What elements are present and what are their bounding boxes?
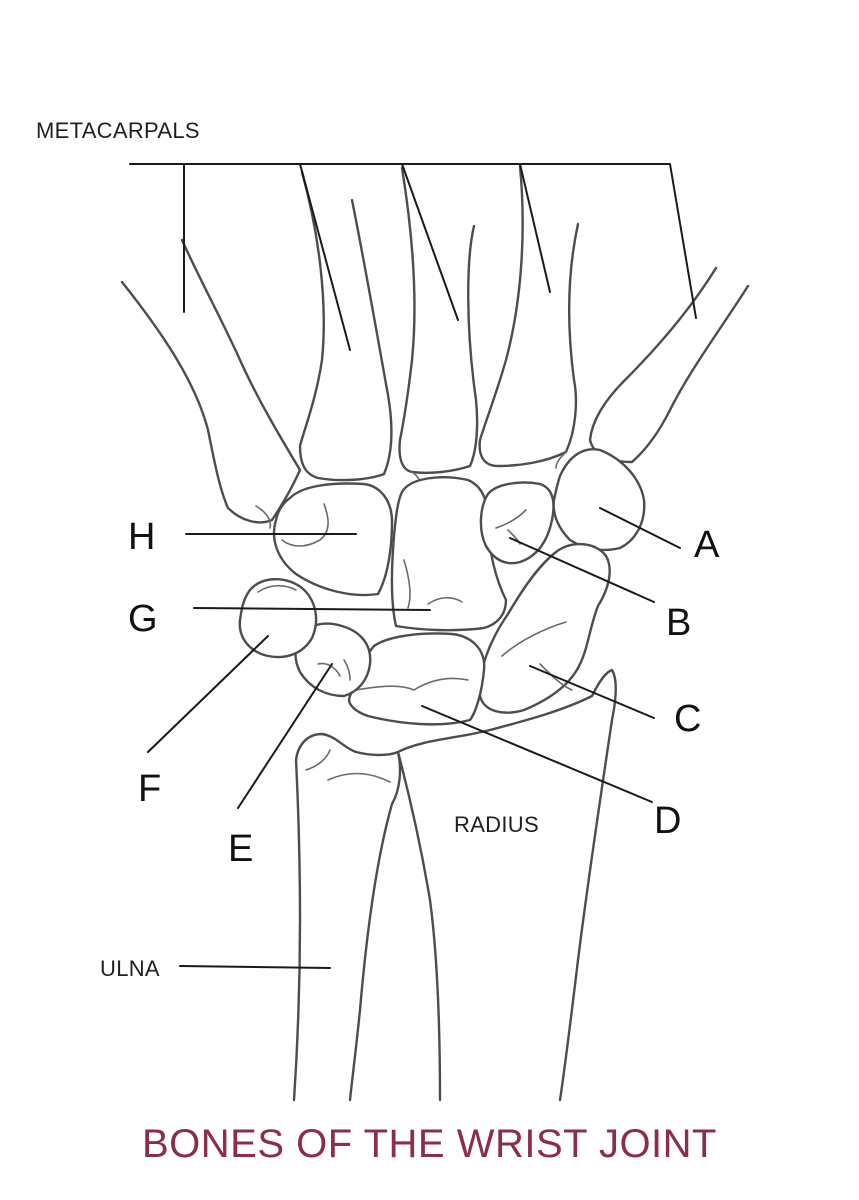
bone-h-hamate — [272, 482, 394, 597]
forearm-group — [292, 668, 617, 1102]
ulna-head-detail — [305, 749, 391, 783]
leader-ulna — [179, 965, 331, 969]
bone-a-trapezium — [552, 448, 646, 552]
letter-f: F — [138, 768, 162, 810]
bone-d-lunate — [347, 632, 486, 726]
metacarpal-2 — [478, 164, 580, 468]
bone-c-scaphoid — [478, 543, 611, 714]
letter-e: E — [228, 828, 254, 870]
letter-b: B — [666, 602, 692, 644]
letter-g: G — [128, 598, 158, 640]
bone-e-triquetrum — [294, 622, 372, 698]
leader-lines — [129, 163, 697, 969]
leader-d — [421, 705, 653, 803]
leader-e — [237, 663, 333, 809]
leader-metacarpal-3 — [401, 163, 459, 321]
bone-c-detail — [501, 621, 573, 691]
bone-f-detail — [257, 584, 297, 593]
carpals-group — [238, 448, 646, 726]
letter-c: C — [674, 698, 702, 740]
diagram-title: BONES OF THE WRIST JOINT — [141, 1122, 717, 1166]
radius-bone — [396, 668, 617, 1102]
leader-b — [509, 537, 655, 603]
metacarpal-1 — [588, 266, 750, 464]
letter-a: A — [694, 524, 720, 566]
bone-b-trapezoid — [479, 481, 555, 565]
bone-h-hook-detail — [281, 503, 329, 547]
letter-h: H — [128, 516, 156, 558]
bone-f-pisiform — [238, 578, 318, 659]
leader-f — [147, 635, 269, 753]
label-metacarpals: METACARPALS — [36, 118, 200, 143]
metacarpals-group — [120, 164, 750, 529]
bone-g-detail — [403, 559, 463, 609]
leader-c — [529, 665, 655, 719]
leader-metacarpal-2 — [519, 163, 551, 293]
leader-metacarpal-1 — [669, 163, 697, 319]
letter-d: D — [654, 800, 682, 842]
metacarpal-4 — [298, 170, 393, 482]
leader-metacarpal-4 — [299, 163, 351, 351]
leader-a — [599, 507, 681, 549]
metacarpal-3 — [398, 166, 479, 474]
label-radius: RADIUS — [454, 812, 539, 837]
metacarpal-5 — [120, 238, 302, 524]
ulna-bone — [292, 732, 402, 1102]
bone-g-capitate — [390, 476, 508, 632]
leader-g — [193, 607, 431, 611]
label-ulna: ULNA — [100, 956, 160, 981]
bone-d-detail — [355, 677, 469, 691]
